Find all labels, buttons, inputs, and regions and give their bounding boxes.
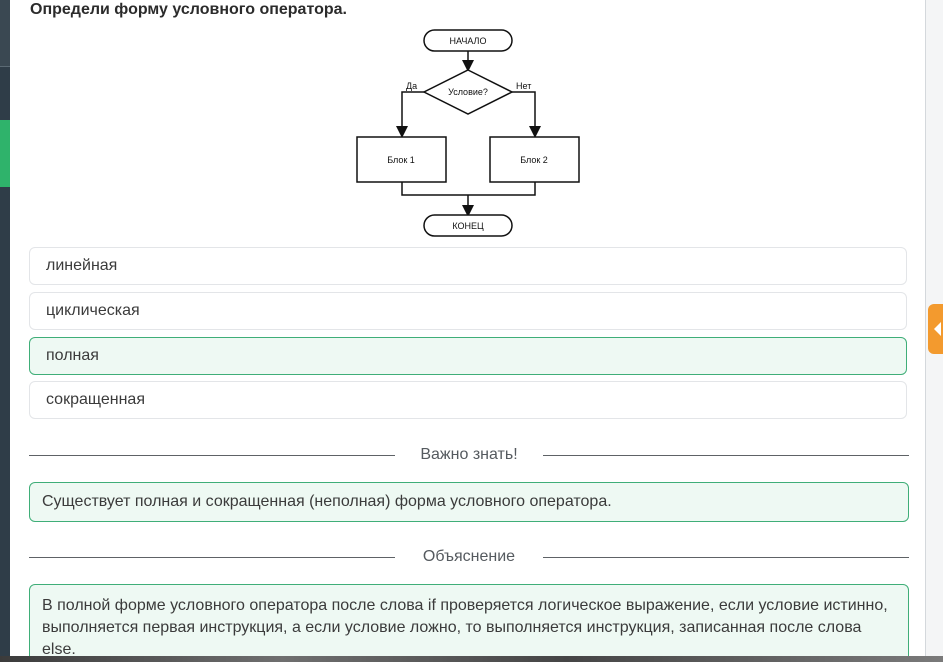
flow-no-label: Нет <box>516 81 531 91</box>
card-right-border <box>925 0 926 662</box>
explanation-divider: Объяснение <box>29 547 909 567</box>
answer-option-cyclic[interactable]: циклическая <box>29 292 907 330</box>
divider-line-left <box>29 557 395 558</box>
explanation-text: В полной форме условного оператора после… <box>42 597 888 658</box>
divider-line-right <box>543 455 909 456</box>
flow-end-label: КОНЕЦ <box>452 221 484 231</box>
flow-yes-label: Да <box>406 81 417 91</box>
flow-block-1-label: Блок 1 <box>387 155 415 165</box>
flow-condition-label: Условие? <box>448 87 488 97</box>
sidebar-edge-divider <box>0 66 10 67</box>
question-text: Определи форму условного оператора. <box>30 1 347 18</box>
flow-block-2-label: Блок 2 <box>520 155 548 165</box>
explanation-box: В полной форме условного оператора после… <box>29 584 909 662</box>
flow-block-2 <box>489 136 580 183</box>
divider-line-right <box>543 557 909 558</box>
flow-start-label: НАЧАЛО <box>450 36 487 46</box>
flowchart-image: НАЧАЛО Условие? Да Нет Блок 1 Блок 2 КОН… <box>354 26 586 246</box>
important-text: Существует полная и сокращенная (неполна… <box>42 493 612 510</box>
important-divider: Важно знать! <box>29 445 909 465</box>
sidebar-active-indicator <box>0 120 10 187</box>
flow-condition-diamond <box>422 69 514 115</box>
sidebar-edge-top <box>0 0 10 66</box>
answer-option-full[interactable]: полная <box>29 337 907 375</box>
explanation-heading: Объяснение <box>29 547 909 567</box>
taskbar-edge <box>0 656 943 662</box>
divider-line-left <box>29 455 395 456</box>
app-sidebar-edge <box>0 0 10 662</box>
answer-option-shortened[interactable]: сокращенная <box>29 381 907 419</box>
important-box: Существует полная и сокращенная (неполна… <box>29 482 909 522</box>
important-heading: Важно знать! <box>29 445 909 465</box>
flow-end-terminal <box>423 214 513 237</box>
side-panel-toggle[interactable] <box>928 304 943 354</box>
chevron-left-icon <box>934 322 941 336</box>
answer-option-linear[interactable]: линейная <box>29 247 907 285</box>
